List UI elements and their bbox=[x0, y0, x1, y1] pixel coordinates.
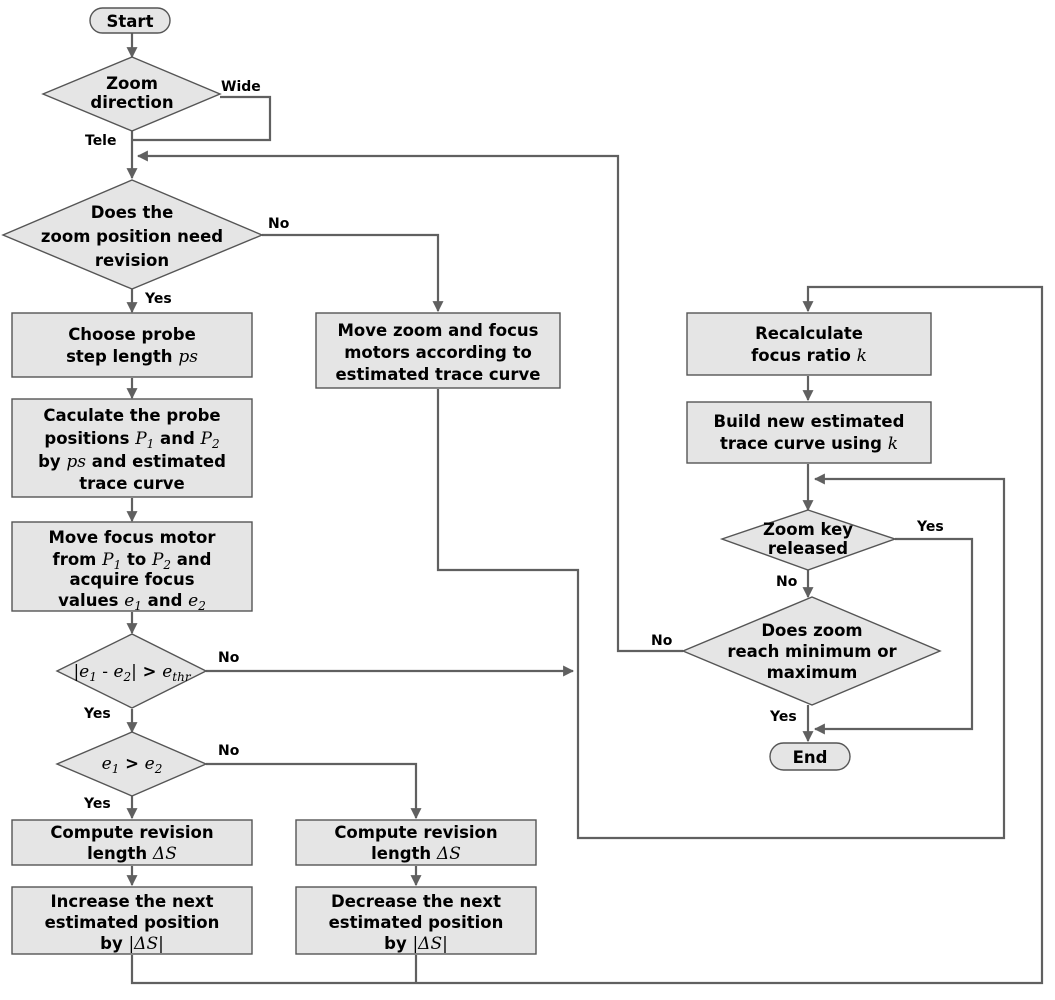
move-focus-line-1: Move focus motor bbox=[49, 528, 217, 547]
label-key-no: No bbox=[776, 574, 798, 590]
edge-bottom-return bbox=[130, 285, 1044, 985]
compute-left-line-1: Compute revision bbox=[50, 823, 213, 842]
end-terminal: End bbox=[769, 742, 851, 771]
move-focus-line-3: acquire focus bbox=[69, 570, 194, 589]
move-zoom-line-2: motors according to bbox=[344, 343, 532, 362]
decision-zoom-key: Zoom key released bbox=[719, 509, 898, 571]
zoom-limit-line-3: maximum bbox=[767, 663, 858, 682]
process-choose-probe: Choose probe step length ps bbox=[11, 312, 253, 378]
zoom-key-line-2: released bbox=[768, 539, 848, 558]
edge-wide-loop bbox=[132, 95, 272, 142]
move-zoom-line-3: estimated trace curve bbox=[335, 365, 540, 384]
edge-key-yes bbox=[813, 537, 974, 735]
start-terminal: Start bbox=[89, 7, 171, 34]
revision-line-1: Does the bbox=[91, 203, 174, 222]
move-focus-line-2: from P1 to P2 and bbox=[53, 550, 212, 572]
move-zoom-line-1: Move zoom and focus bbox=[338, 321, 539, 340]
increase-line-3: by |ΔS| bbox=[100, 934, 164, 954]
process-build: Build new estimated trace curve using k bbox=[686, 401, 932, 464]
revision-line-3: revision bbox=[95, 251, 169, 270]
process-compute-left: Compute revision length ΔS bbox=[11, 819, 253, 866]
process-move-focus: Move focus motor from P1 to P2 and acqui… bbox=[11, 521, 253, 613]
end-label: End bbox=[793, 748, 828, 767]
edge-labels: Wide Tele No Yes No Yes No Yes Yes No No… bbox=[83, 79, 944, 812]
build-line-2: trace curve using k bbox=[720, 434, 898, 454]
decision-threshold: |e1 - e2| > ethr bbox=[55, 633, 208, 709]
decrease-line-3: by |ΔS| bbox=[384, 934, 448, 954]
compute-right-line-1: Compute revision bbox=[334, 823, 497, 842]
zoom-direction-line-2: direction bbox=[90, 93, 173, 112]
process-calc-probe: Caculate the probe positions P1 and P2 b… bbox=[11, 398, 253, 498]
zoom-limit-line-1: Does zoom bbox=[761, 621, 862, 640]
edge-limit-no-loopback bbox=[136, 150, 683, 653]
compute-right-line-2: length ΔS bbox=[371, 844, 461, 864]
compare-expression: e1 > e2 bbox=[102, 754, 163, 776]
process-decrease: Decrease the next estimated position by … bbox=[295, 886, 537, 955]
zoom-direction-line-1: Zoom bbox=[106, 74, 158, 93]
zoom-limit-line-2: reach minimum or bbox=[727, 642, 897, 661]
decrease-line-1: Decrease the next bbox=[331, 892, 501, 911]
move-focus-line-4: values e1 and e2 bbox=[58, 591, 206, 613]
calc-probe-line-2: positions P1 and P2 bbox=[44, 429, 219, 451]
decision-zoom-revision: Does the zoom position need revision bbox=[1, 179, 264, 290]
choose-probe-line-2: step length ps bbox=[66, 347, 198, 367]
recalc-line-2: focus ratio k bbox=[751, 346, 867, 366]
edge-compare-no bbox=[206, 762, 422, 820]
label-limit-no: No bbox=[651, 633, 673, 649]
choose-probe-line-1: Choose probe bbox=[68, 325, 196, 344]
process-recalc: Recalculate focus ratio k bbox=[686, 312, 932, 376]
process-compute-right: Compute revision length ΔS bbox=[295, 819, 537, 866]
edge-move-zoom-return bbox=[436, 389, 1006, 840]
zoom-key-line-1: Zoom key bbox=[763, 520, 853, 539]
recalc-line-1: Recalculate bbox=[755, 324, 863, 343]
decrease-line-2: estimated position bbox=[329, 913, 504, 932]
decision-zoom-limit: Does zoom reach minimum or maximum bbox=[681, 596, 942, 706]
label-compare-yes: Yes bbox=[83, 796, 111, 812]
increase-line-2: estimated position bbox=[45, 913, 220, 932]
edge-revision-no bbox=[262, 233, 444, 313]
calc-probe-line-4: trace curve bbox=[79, 474, 185, 493]
label-threshold-yes: Yes bbox=[83, 706, 111, 722]
decision-compare: e1 > e2 bbox=[55, 731, 208, 797]
start-label: Start bbox=[107, 12, 154, 31]
label-wide: Wide bbox=[221, 79, 261, 95]
label-threshold-no: No bbox=[218, 650, 240, 666]
compute-left-line-2: length ΔS bbox=[87, 844, 177, 864]
process-move-zoom: Move zoom and focus motors according to … bbox=[315, 312, 561, 389]
decision-zoom-direction: Zoom direction bbox=[41, 56, 222, 132]
label-tele: Tele bbox=[85, 133, 116, 149]
label-revision-no: No bbox=[268, 216, 290, 232]
increase-line-1: Increase the next bbox=[51, 892, 214, 911]
revision-line-2: zoom position need bbox=[41, 227, 223, 246]
calc-probe-line-1: Caculate the probe bbox=[43, 406, 220, 425]
build-line-1: Build new estimated bbox=[714, 412, 905, 431]
label-limit-yes: Yes bbox=[769, 709, 797, 725]
threshold-expression: |e1 - e2| > ethr bbox=[73, 662, 191, 684]
calc-probe-line-3: by ps and estimated bbox=[38, 452, 226, 472]
connectors bbox=[126, 33, 1044, 985]
process-increase: Increase the next estimated position by … bbox=[11, 886, 253, 955]
label-compare-no: No bbox=[218, 743, 240, 759]
label-key-yes: Yes bbox=[916, 519, 944, 535]
label-revision-yes: Yes bbox=[144, 291, 172, 307]
